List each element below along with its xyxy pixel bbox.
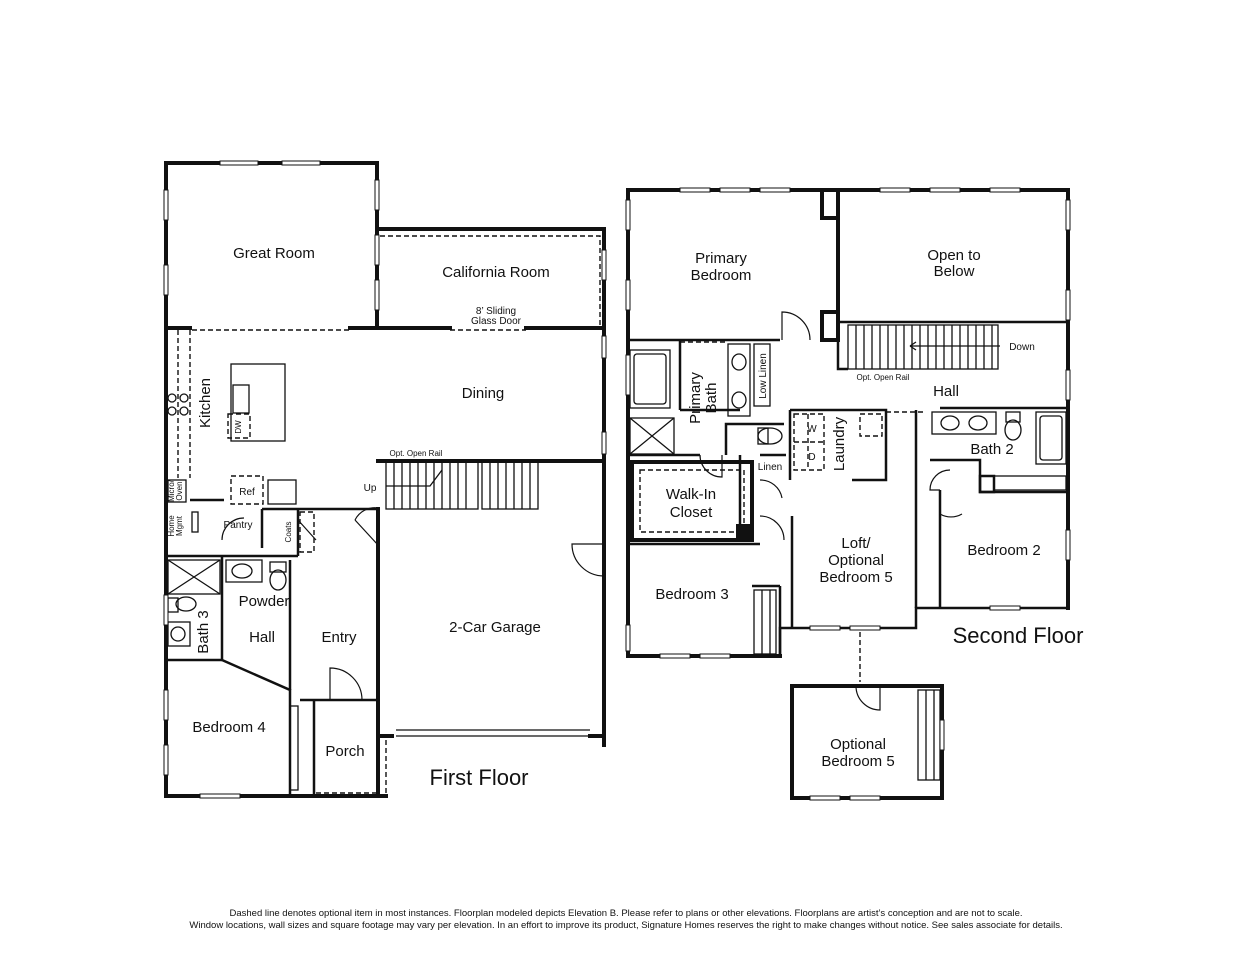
garage-label: 2-Car Garage	[449, 619, 541, 636]
loft-label-2: Optional	[828, 552, 884, 569]
bedroom2-label: Bedroom 2	[967, 542, 1040, 559]
second-floor-plan	[625, 187, 1071, 801]
california-room-label: California Room	[442, 264, 550, 281]
stairs-first-floor	[385, 459, 539, 510]
primary-bath-label-2: Bath	[703, 383, 720, 414]
primary-bedroom-label-1: Primary	[695, 250, 747, 267]
open-to-below-label-1: Open to	[927, 247, 980, 264]
sliding-door-label-2: Glass Door	[471, 316, 522, 327]
home-mgmt-label-1: Home	[167, 515, 176, 537]
walk-in-label-2: Closet	[670, 504, 713, 521]
opt-open-rail-label: Opt. Open Rail	[390, 449, 443, 458]
dining-label: Dining	[462, 385, 505, 402]
up-label: Up	[364, 483, 377, 494]
powder-label: Powder	[239, 593, 290, 610]
micro-oven-label-1: Micro/	[167, 479, 176, 502]
porch-label: Porch	[325, 743, 364, 760]
loft-label-3: Bedroom 5	[819, 569, 892, 586]
opt-open-rail-label-2: Opt. Open Rail	[857, 373, 910, 382]
hall-label-first: Hall	[249, 629, 275, 646]
hall-label-second: Hall	[933, 383, 959, 400]
walk-in-label-1: Walk-In	[666, 486, 716, 503]
disclaimer-line-1: Dashed line denotes optional item in mos…	[229, 908, 1023, 919]
kitchen-label: Kitchen	[197, 378, 214, 428]
disclaimer: Dashed line denotes optional item in mos…	[0, 908, 1252, 932]
dryer-label: D	[808, 452, 815, 463]
primary-bedroom-label-2: Bedroom	[691, 267, 752, 284]
first-floor-plan	[163, 160, 607, 799]
primary-bath-label-1: Primary	[687, 372, 704, 424]
low-linen-label: Low Linen	[758, 353, 769, 399]
optional-bedroom5-label-2: Bedroom 5	[821, 753, 894, 770]
home-mgmt-label-2: Mgmt	[175, 515, 184, 536]
laundry-label: Laundry	[831, 416, 848, 471]
entry-label: Entry	[321, 629, 357, 646]
disclaimer-line-2: Window locations, wall sizes and square …	[189, 920, 1063, 931]
bath3-label: Bath 3	[195, 610, 212, 653]
loft-label-1: Loft/	[841, 535, 871, 552]
ref-label: Ref	[239, 487, 255, 498]
stairs-second-floor	[836, 324, 1000, 371]
first-floor-title: First Floor	[430, 765, 529, 790]
open-to-below-label-2: Below	[934, 263, 975, 280]
down-label: Down	[1009, 342, 1035, 353]
sink-icon	[232, 384, 250, 414]
bedroom3-label: Bedroom 3	[655, 586, 728, 603]
coats-label: Coats	[284, 522, 293, 543]
bath2-label: Bath 2	[970, 441, 1013, 458]
sliding-door-label-1: 8’ Sliding	[476, 306, 516, 317]
pantry-label: Pantry	[224, 520, 253, 531]
optional-bedroom5-label-1: Optional	[830, 736, 886, 753]
bedroom4-label: Bedroom 4	[192, 719, 265, 736]
dishwasher-label: DW	[234, 420, 243, 434]
great-room-label: Great Room	[233, 245, 315, 262]
linen-label: Linen	[758, 462, 782, 473]
second-floor-title: Second Floor	[953, 623, 1084, 648]
micro-oven-label-2: Oven	[175, 481, 184, 500]
washer-label: W	[807, 424, 817, 435]
kitchen-island	[230, 363, 286, 442]
